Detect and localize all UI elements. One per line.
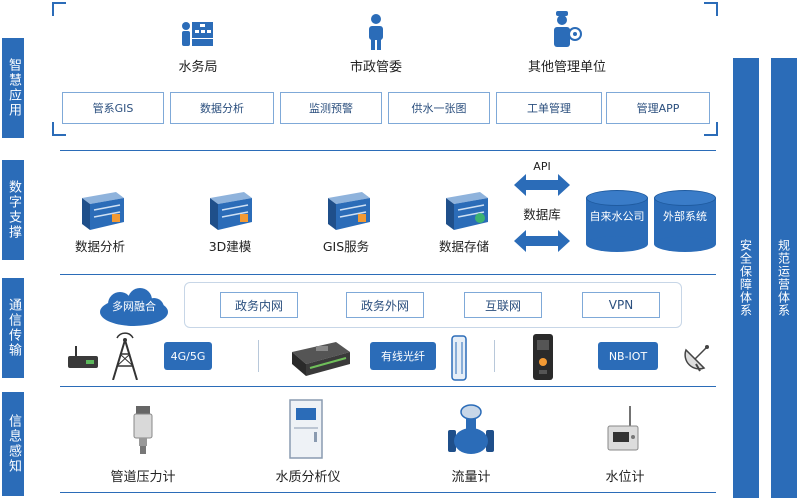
double-arrow-icon xyxy=(514,174,570,196)
layer-label-application: 智慧应用 xyxy=(2,38,24,138)
app-data-analysis[interactable]: 数据分析 xyxy=(170,92,274,124)
database-cylinder-external: 外部系统 xyxy=(654,190,716,252)
service-data-storage: 数据存储 xyxy=(438,239,489,254)
corner-top-left xyxy=(52,2,66,16)
network-internet[interactable]: 互联网 xyxy=(464,292,542,318)
database-name: 自来水公司 xyxy=(589,210,645,223)
corner-bottom-right xyxy=(704,122,718,136)
sensor-flow-meter: 流量计 xyxy=(451,470,491,485)
network-vpn[interactable]: VPN xyxy=(582,292,660,318)
app-mobile[interactable]: 管理APP xyxy=(606,92,710,124)
corner-top-right xyxy=(704,2,718,16)
stakeholder-municipal: 市政管委 xyxy=(349,60,402,75)
app-gis[interactable]: 管系GIS xyxy=(62,92,164,124)
person-icon xyxy=(369,14,383,50)
layer-label-sensing: 信息感知 xyxy=(2,392,24,496)
app-work-orders[interactable]: 工单管理 xyxy=(496,92,602,124)
server-icon xyxy=(328,192,370,230)
stakeholder-water-bureau: 水务局 xyxy=(178,60,218,75)
cloud-label: 多网融合 xyxy=(112,300,156,313)
security-system-bar: 安全保障体系 xyxy=(733,58,759,498)
server-icon xyxy=(82,192,124,230)
app-monitoring[interactable]: 监测预警 xyxy=(280,92,382,124)
sensor-water-analyzer: 水质分析仪 xyxy=(275,470,341,485)
channel-fiber: 有线光纤 xyxy=(370,342,436,370)
network-gov-intranet[interactable]: 政务内网 xyxy=(220,292,298,318)
database-cylinder-water-company: 自来水公司 xyxy=(586,190,648,252)
channel-nb-iot: NB-IOT xyxy=(598,342,658,370)
channel-4g5g: 4G/5G xyxy=(164,342,212,370)
database-label: 数据库 xyxy=(523,207,561,222)
layer-label-communication: 通信传输 xyxy=(2,278,24,378)
flow-meter-icon xyxy=(448,404,494,454)
sensor-water-level: 水位计 xyxy=(605,470,645,485)
api-label: API xyxy=(533,160,551,173)
app-water-map[interactable]: 供水一张图 xyxy=(388,92,490,124)
double-arrow-icon xyxy=(514,230,570,252)
layer-label-digital: 数字支撑 xyxy=(2,160,24,260)
satellite-dish-icon xyxy=(684,345,709,372)
pressure-gauge-icon xyxy=(133,406,153,454)
database-name: 外部系统 xyxy=(663,210,707,223)
sensor-pressure-gauge: 管道压力计 xyxy=(110,470,176,485)
data-logger-icon xyxy=(292,342,350,376)
service-data-analysis: 数据分析 xyxy=(74,239,125,254)
separator-line xyxy=(60,274,716,275)
separator-line xyxy=(60,386,716,387)
divider xyxy=(494,340,495,372)
server-icon xyxy=(446,192,488,230)
server-icon xyxy=(210,192,252,230)
water-analyzer-icon xyxy=(289,399,323,459)
separator-line xyxy=(60,150,716,151)
fiber-cable-icon xyxy=(451,335,467,381)
nb-iot-device-icon xyxy=(533,334,553,380)
network-gov-extranet[interactable]: 政务外网 xyxy=(346,292,424,318)
divider xyxy=(258,340,259,372)
corner-bottom-left xyxy=(52,122,66,136)
water-bureau-icon xyxy=(182,22,213,46)
router-icon xyxy=(68,346,98,368)
water-level-meter-icon xyxy=(607,406,639,451)
officer-icon xyxy=(554,11,582,47)
operation-system-bar: 规范运营体系 xyxy=(771,58,797,498)
signal-tower-icon xyxy=(112,332,138,380)
service-3d-modeling: 3D建模 xyxy=(208,239,252,254)
stakeholder-other: 其他管理单位 xyxy=(527,60,606,75)
service-gis: GIS服务 xyxy=(322,239,370,254)
separator-line xyxy=(60,492,716,493)
cloud-icon xyxy=(100,288,168,326)
